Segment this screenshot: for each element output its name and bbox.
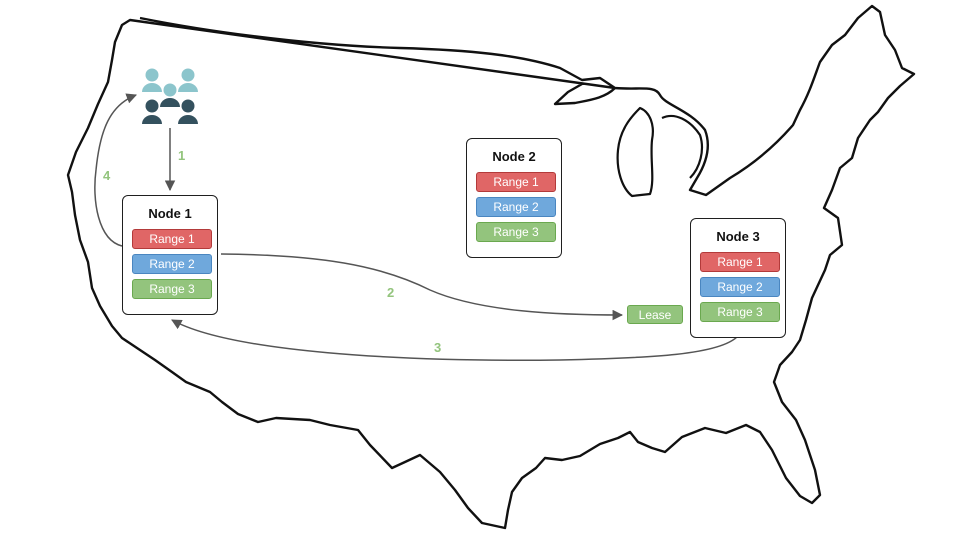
node-title: Node 1 bbox=[148, 206, 192, 221]
lake-michigan bbox=[616, 106, 654, 198]
lease-label: Lease bbox=[627, 305, 683, 324]
node-1: Node 1 Range 1 Range 2 Range 3 bbox=[122, 195, 218, 315]
node-2: Node 2 Range 1 Range 2 Range 3 bbox=[466, 138, 562, 258]
usa-outline-path bbox=[66, 4, 916, 530]
range-3: Range 3 bbox=[700, 302, 780, 322]
range-2: Range 2 bbox=[132, 254, 212, 274]
step-1-label: 1 bbox=[178, 148, 186, 163]
step-4-label: 4 bbox=[103, 168, 111, 183]
range-1: Range 1 bbox=[476, 172, 556, 192]
range-1: Range 1 bbox=[700, 252, 780, 272]
node-title: Node 3 bbox=[716, 229, 760, 244]
range-2: Range 2 bbox=[476, 197, 556, 217]
range-3: Range 3 bbox=[132, 279, 212, 299]
node-title: Node 2 bbox=[492, 149, 536, 164]
range-2: Range 2 bbox=[700, 277, 780, 297]
arrow-step-2 bbox=[220, 253, 624, 321]
arrow-step-3 bbox=[171, 319, 739, 361]
step-3-label: 3 bbox=[434, 340, 442, 355]
arrow-step-4 bbox=[94, 93, 137, 247]
node-3: Node 3 Range 1 Range 2 Range 3 bbox=[690, 218, 786, 338]
range-1: Range 1 bbox=[132, 229, 212, 249]
step-2-label: 2 bbox=[387, 285, 395, 300]
michigan-peninsula bbox=[661, 114, 704, 179]
range-3: Range 3 bbox=[476, 222, 556, 242]
